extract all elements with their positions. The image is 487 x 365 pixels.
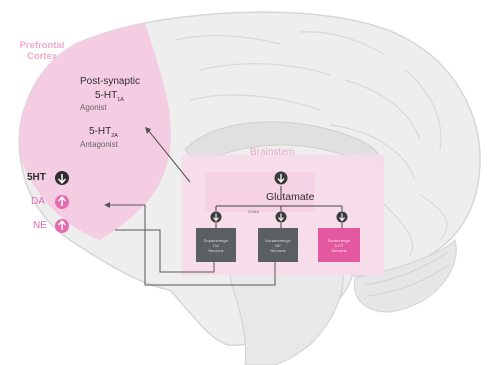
- prefrontal-cortex-label: Prefrontal Cortex: [10, 40, 74, 62]
- 5ht1a-label: 5-HT1A: [95, 91, 124, 104]
- noradrenergic-neurons-box: Noradrenergic NE Neurons: [258, 228, 298, 262]
- da-up-icon: [55, 195, 69, 209]
- ne-up-icon: [55, 219, 69, 233]
- da-neuron-down-icon: [211, 212, 222, 223]
- agonist-label: Agonist: [80, 104, 107, 112]
- post-synaptic-label: Post-synaptic: [80, 77, 140, 87]
- ne-neuron-down-icon: [276, 212, 287, 223]
- antagonist-label: Antagonist: [80, 141, 118, 149]
- 5ht2a-label: 5-HT2A: [89, 127, 118, 140]
- glutamate-label: Glutamate: [266, 192, 314, 203]
- glutamate-down-icon: [275, 172, 288, 185]
- 5ht-neuron-down-icon: [337, 212, 348, 223]
- noradrenergic-neurons-label: Noradrenergic NE Neurons: [265, 238, 290, 253]
- dopaminergic-neurons-label: Dopaminergic DA Neurons: [204, 238, 229, 253]
- da-label: DA: [31, 197, 45, 207]
- ne-label: NE: [33, 221, 47, 231]
- serotonergic-neurons-label: Serotonergic 5-HT Neurons: [328, 238, 351, 253]
- 5ht-down-icon: [55, 171, 69, 185]
- serotonergic-neurons-box: Serotonergic 5-HT Neurons: [318, 228, 360, 262]
- dopaminergic-neurons-box: Dopaminergic DA Neurons: [196, 228, 236, 262]
- brainstem-label: Brainstem: [250, 148, 295, 158]
- gaba-label: GABA: [248, 210, 259, 214]
- 5ht-label: 5HT: [27, 173, 46, 183]
